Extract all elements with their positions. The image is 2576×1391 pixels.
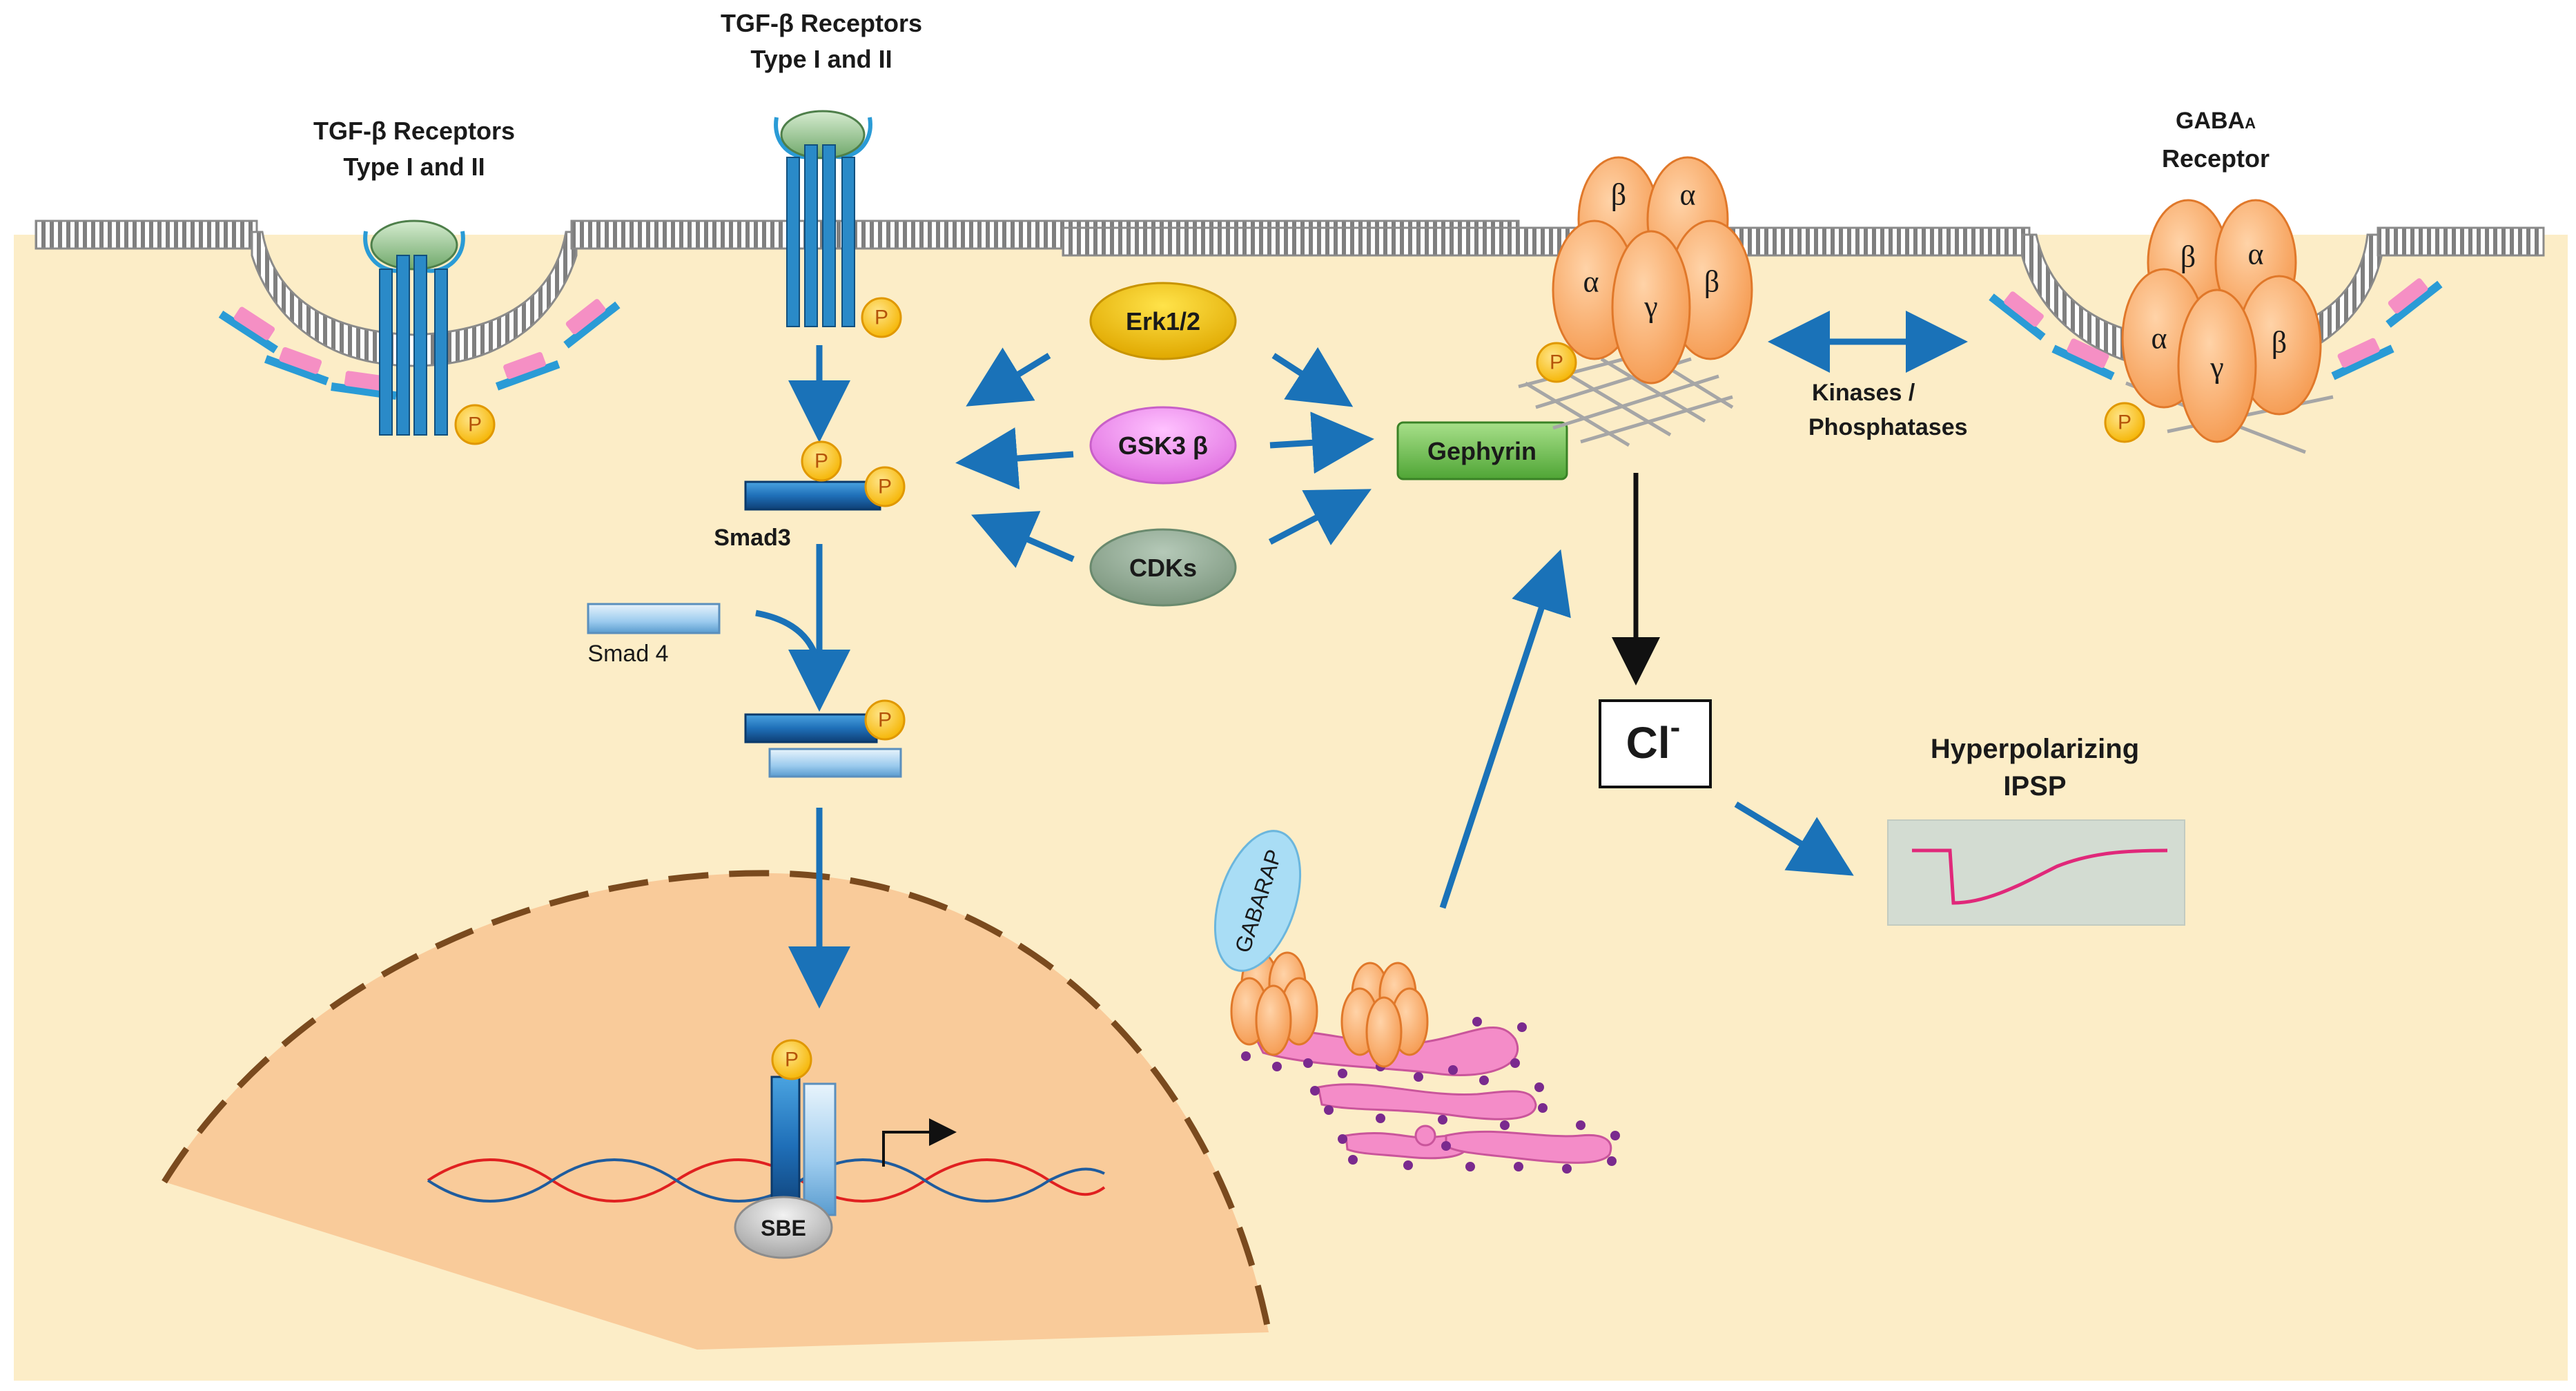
phosphate-top-receptor: P bbox=[861, 297, 902, 338]
svg-text:P: P bbox=[1550, 351, 1563, 374]
phosphate-smad-complex: P bbox=[864, 699, 906, 741]
er-gaba-receptor-1 bbox=[1230, 951, 1318, 1056]
ipsp-label-line1: Hyperpolarizing bbox=[1931, 734, 2139, 764]
ipsp-trace-box bbox=[1887, 819, 2185, 926]
gaba-receptor-label-line1: GABAA bbox=[2176, 108, 2256, 134]
tgf-receptors-top-label-line1: TGF-β Receptors bbox=[721, 9, 922, 37]
svg-text:P: P bbox=[814, 450, 828, 473]
gaba-a-receptor-extrasynaptic: β α α γ β bbox=[2121, 199, 2334, 454]
arrow-smad4-joins bbox=[755, 610, 823, 677]
smad3-protein bbox=[744, 480, 881, 511]
ipsp-trace bbox=[1912, 848, 2168, 905]
plasma-membrane bbox=[35, 220, 2545, 374]
svg-text:P: P bbox=[878, 709, 892, 732]
phosphate-left-receptor: P bbox=[454, 404, 496, 445]
erk1-2-kinase: Erk1/2 bbox=[1089, 282, 1237, 360]
ext-alpha-2: α bbox=[2151, 322, 2167, 356]
gabarap-protein: GABARAP bbox=[1213, 830, 1302, 972]
ipsp-label-line2: IPSP bbox=[2003, 771, 2066, 801]
phosphate-smad3-b: P bbox=[864, 466, 906, 507]
tgf-beta-receptor-top bbox=[774, 110, 872, 327]
sbe-element: SBE bbox=[734, 1196, 833, 1259]
gaba-receptor-label-line2: Receptor bbox=[2162, 144, 2270, 173]
gsk3-label: GSK3 β bbox=[1118, 431, 1208, 460]
arrow-cdks-to-smad3 bbox=[970, 511, 1075, 568]
syn-alpha-1: α bbox=[1679, 178, 1695, 212]
gsk3-beta-kinase: GSK3 β bbox=[1089, 406, 1237, 485]
arrow-gsk3-to-smad3 bbox=[955, 427, 1074, 489]
kinases-label-line1: Kinases / bbox=[1812, 380, 1915, 406]
ext-beta-1: β bbox=[2180, 240, 2196, 274]
tgf-receptors-left-label-line1: TGF-β Receptors bbox=[313, 117, 515, 145]
arrow-er-to-gephyrin bbox=[1439, 549, 1571, 909]
transcription-arrow bbox=[882, 1118, 957, 1167]
arrow-chloride-to-ipsp bbox=[1734, 801, 1854, 876]
chloride-box bbox=[1599, 699, 1712, 788]
clathrin-coat-right bbox=[1989, 278, 2443, 380]
cdks-label: CDKs bbox=[1129, 554, 1197, 582]
ext-gamma: γ bbox=[2209, 351, 2223, 385]
tgf-receptors-top-label-line2: Type I and II bbox=[750, 45, 892, 73]
syn-beta-1: β bbox=[1611, 178, 1626, 212]
svg-text:P: P bbox=[2118, 411, 2131, 434]
svg-text:P: P bbox=[468, 414, 482, 436]
nuclear-smad-complex bbox=[770, 1076, 837, 1216]
ext-alpha-1: α bbox=[2247, 237, 2263, 271]
tgf-beta-receptor-left bbox=[363, 220, 465, 436]
gephyrin-label: Gephyrin bbox=[1427, 437, 1536, 465]
erk-label: Erk1/2 bbox=[1126, 307, 1200, 335]
arrow-gsk3-to-gephyrin bbox=[1269, 411, 1374, 474]
syn-gamma: γ bbox=[1643, 290, 1657, 324]
phosphate-smad3-a: P bbox=[801, 440, 842, 482]
smad4-label: Smad 4 bbox=[587, 641, 668, 667]
syn-beta-2: β bbox=[1704, 265, 1719, 299]
svg-text:P: P bbox=[875, 307, 888, 329]
cdks-kinase: CDKs bbox=[1089, 528, 1237, 607]
svg-text:P: P bbox=[785, 1049, 799, 1071]
kinases-label-line2: Phosphatases bbox=[1808, 414, 1968, 440]
smad4-protein bbox=[587, 603, 721, 634]
phosphate-nuclear: P bbox=[771, 1039, 812, 1080]
arrow-erk-to-gephyrin bbox=[1271, 347, 1354, 407]
tgf-receptors-left-label-line2: Type I and II bbox=[343, 153, 485, 181]
arrow-cdks-to-gephyrin bbox=[1268, 489, 1372, 545]
gaba-a-receptor-synaptic: β α α γ β bbox=[1552, 156, 1753, 385]
svg-text:P: P bbox=[878, 476, 892, 498]
er-gaba-receptor-2 bbox=[1340, 962, 1429, 1068]
syn-alpha-2: α bbox=[1583, 265, 1599, 299]
chloride-label: Cl- bbox=[1626, 710, 1681, 768]
nucleus bbox=[164, 873, 1269, 1350]
gephyrin-protein: Gephyrin bbox=[1396, 421, 1568, 480]
phosphate-extrasynaptic-gaba: P bbox=[2104, 402, 2145, 443]
arrow-erk-to-smad3 bbox=[966, 347, 1051, 407]
sbe-label: SBE bbox=[761, 1216, 806, 1241]
smad3-label: Smad3 bbox=[714, 525, 791, 551]
ext-beta-2: β bbox=[2272, 326, 2287, 360]
phosphate-synaptic-gaba: P bbox=[1536, 342, 1577, 383]
smad-complex bbox=[744, 713, 902, 778]
